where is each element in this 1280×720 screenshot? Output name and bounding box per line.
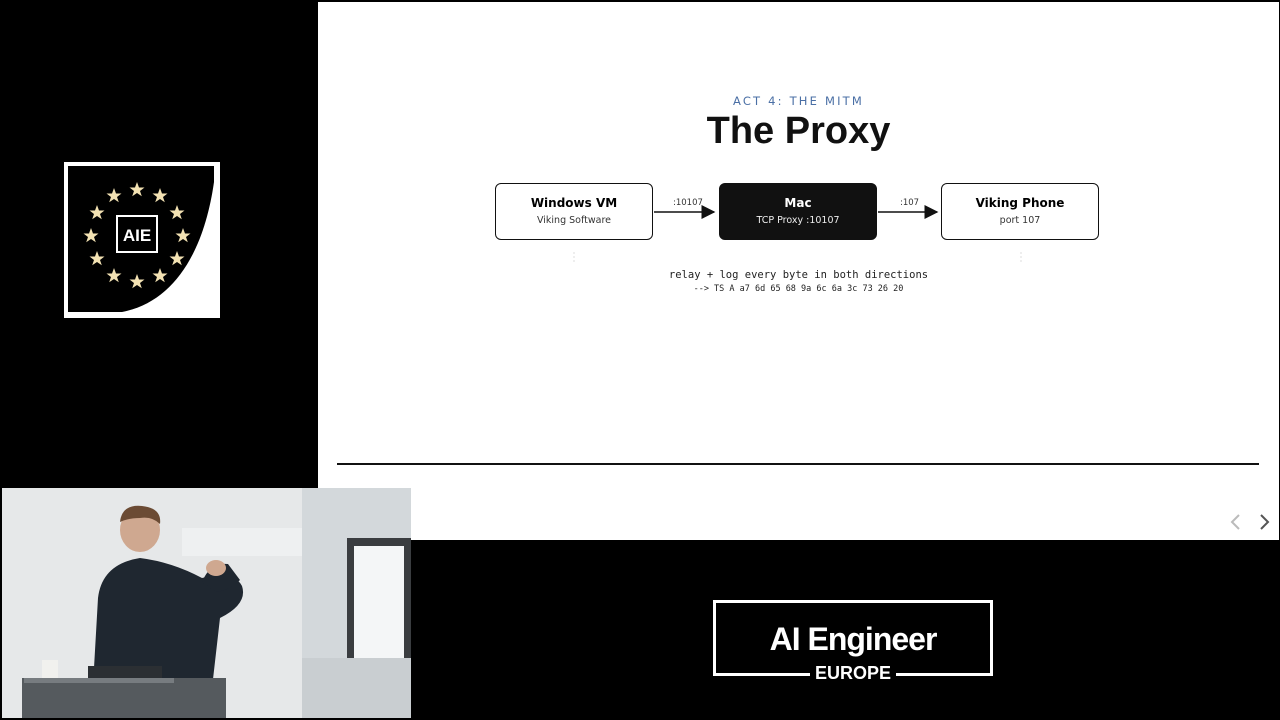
node-windows-vm: Windows VM Viking Software (495, 183, 653, 240)
node-subtitle: TCP Proxy :10107 (756, 215, 840, 226)
star-ring-icon (83, 182, 191, 289)
node-subtitle: Viking Software (536, 215, 612, 226)
slide-divider (337, 463, 1259, 465)
speaker-camera-image (2, 488, 411, 718)
slide-title: The Proxy (706, 110, 891, 152)
ai-engineer-europe-logo: AI Engineer EUROPE (713, 600, 993, 684)
slide-eyebrow: ACT 4: THE MITM (732, 94, 865, 108)
chevron-left-icon (1230, 514, 1240, 530)
flow-arrows (573, 205, 1022, 264)
aie-badge-text: AIE (123, 226, 151, 245)
chevron-right-icon (1260, 514, 1270, 530)
aie-logo: AIE (64, 162, 220, 318)
byte-stream: --> TS A a7 6d 65 68 9a 6c 6a 3c 73 26 2… (693, 284, 904, 294)
node-title: Viking Phone (975, 196, 1065, 210)
node-viking-phone: Viking Phone port 107 (941, 183, 1099, 240)
node-title: Mac (784, 196, 812, 210)
speaker-video (2, 488, 411, 718)
aie-badge-graphic: AIE (68, 166, 214, 312)
brand-title: AI Engineer (769, 621, 938, 657)
brand-subtitle: EUROPE (810, 662, 896, 684)
next-slide-button[interactable] (1252, 510, 1276, 534)
node-mac: Mac TCP Proxy :10107 (719, 183, 877, 240)
node-subtitle: port 107 (999, 215, 1041, 226)
node-title: Windows VM (530, 196, 618, 210)
prev-slide-button[interactable] (1224, 510, 1248, 534)
port-label-vm: :10107 (673, 198, 703, 208)
presentation-slide: ACT 4: THE MITM The Proxy :10107 :107 Wi… (318, 2, 1279, 540)
port-label-phone: :107 (900, 198, 920, 208)
relay-caption: relay + log every byte in both direction… (668, 269, 929, 281)
